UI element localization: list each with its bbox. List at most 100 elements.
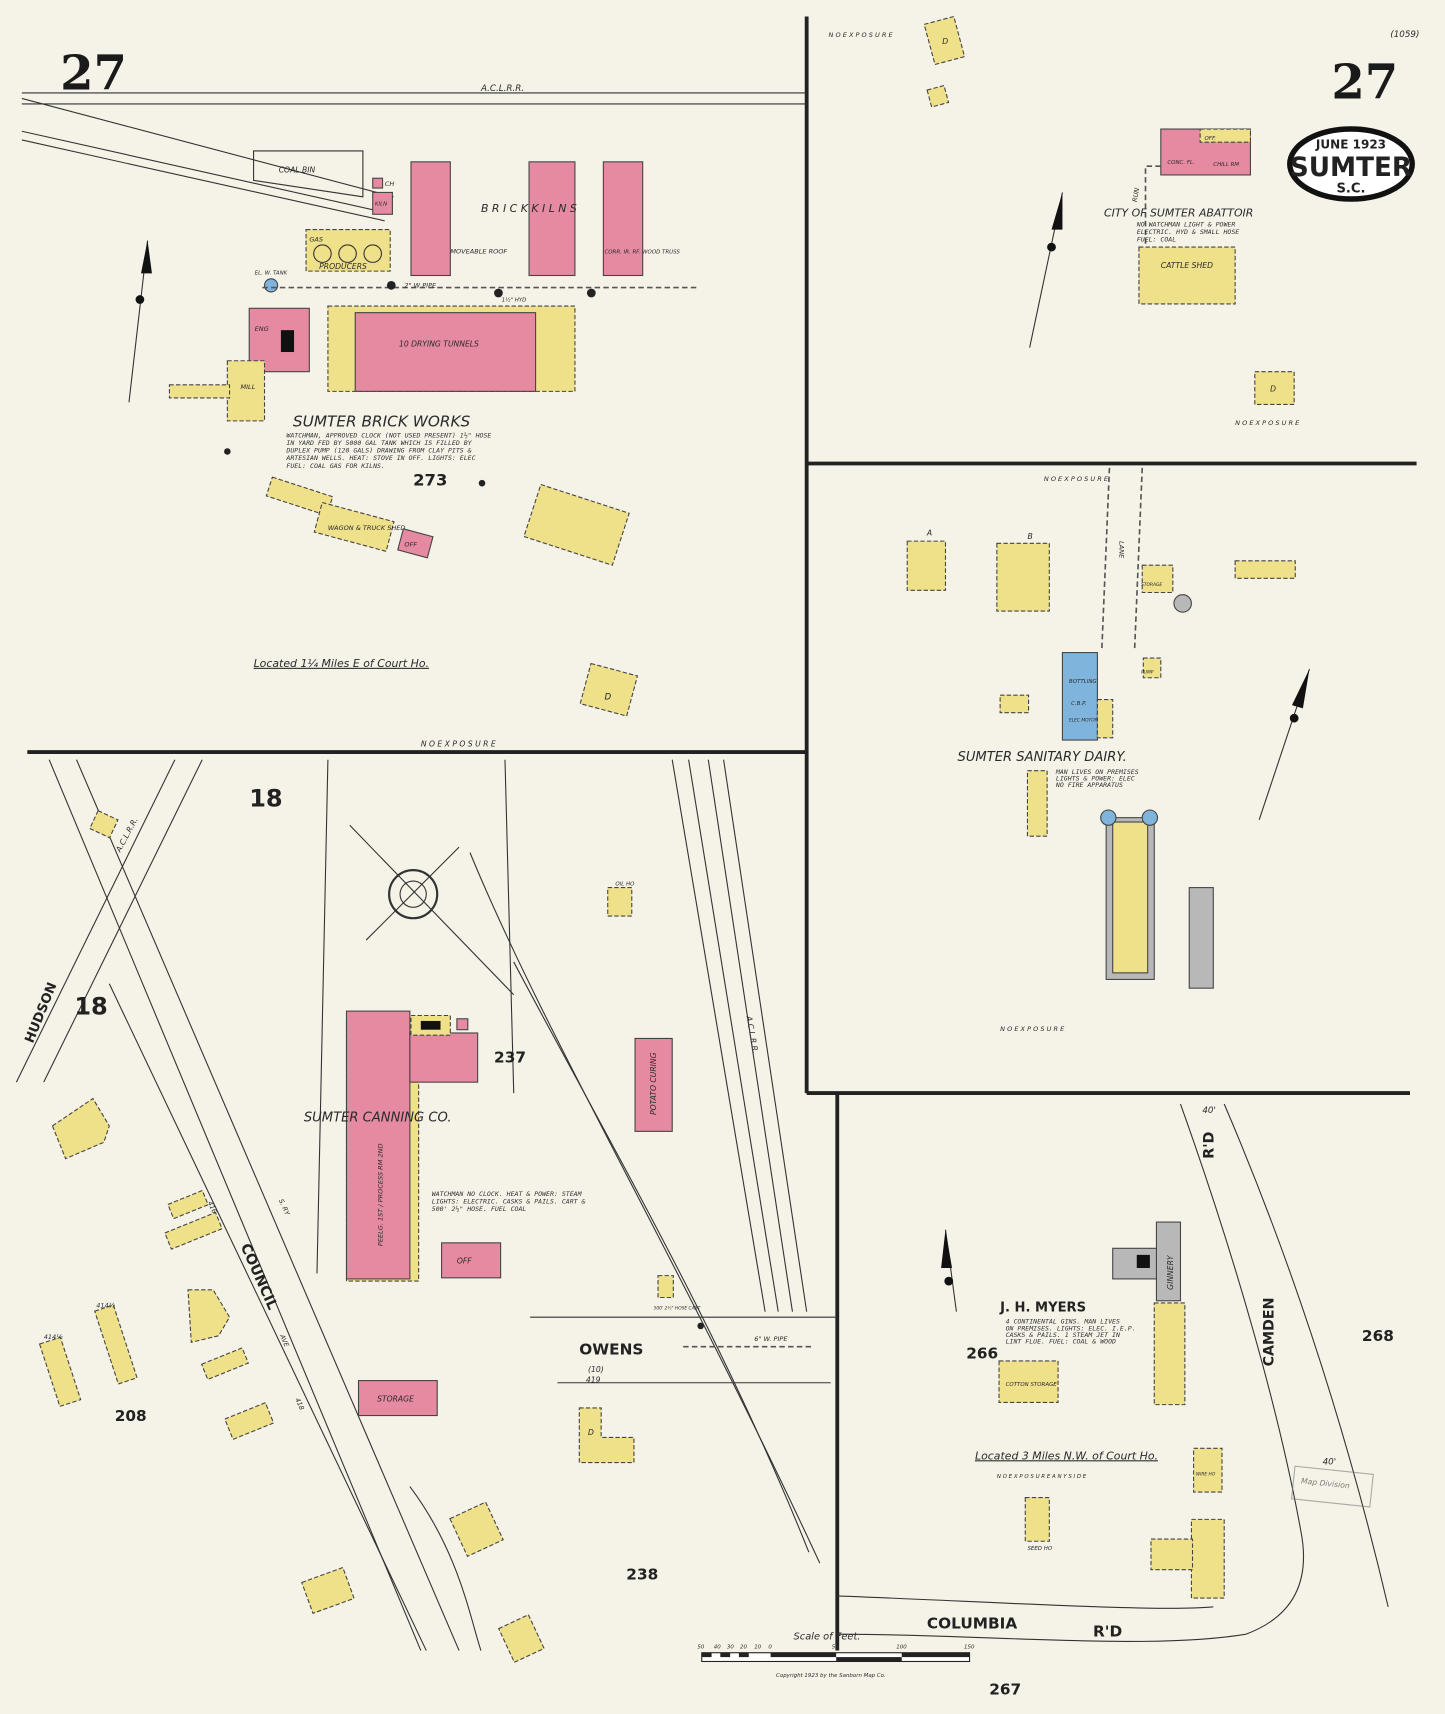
svg-text:A.C.L.R.R.: A.C.L.R.R. (744, 1014, 760, 1054)
svg-text:0: 0 (768, 1644, 772, 1650)
sheet-number-right: 27 (1331, 54, 1398, 110)
mill (226, 360, 266, 422)
svg-text:Map Division: Map Division (1301, 1476, 1351, 1490)
potato-curing-house (634, 1037, 673, 1132)
block-number-267: 267 (989, 1680, 1021, 1698)
svg-text:LIGHTS: ELECTRIC. CASKS & PAIL: LIGHTS: ELECTRIC. CASKS & PAILS. CART & (432, 1197, 586, 1205)
svg-text:50: 50 (697, 1644, 704, 1650)
svg-text:ELECTRIC. HYD & SMALL HOSE: ELECTRIC. HYD & SMALL HOSE (1137, 228, 1240, 236)
svg-text:MAN LIVES ON PREMISES: MAN LIVES ON PREMISES (1055, 768, 1139, 776)
svg-text:CASKS & PAILS. 1 STEAM JET IN: CASKS & PAILS. 1 STEAM JET IN (1006, 1331, 1120, 1339)
svg-text:418: 418 (293, 1397, 305, 1412)
city-cartouche: JUNE 1923 SUMTER S.C. (1287, 126, 1415, 202)
ginnery (1155, 1221, 1182, 1302)
office (397, 528, 434, 559)
copyright: Copyright 1923 by the Sanborn Map Co. (776, 1673, 886, 1679)
svg-text:POTATO CURING: POTATO CURING (649, 1052, 658, 1115)
cartouche-state: S.C. (1336, 181, 1365, 196)
brick-kilns-label: B R I C K K I L N S (481, 202, 577, 215)
canning-building (345, 1010, 411, 1280)
kiln-3 (602, 161, 644, 277)
section-borders (27, 16, 1417, 1651)
svg-text:STORAGE: STORAGE (377, 1394, 414, 1403)
hydrant (386, 280, 396, 290)
svg-text:PUMP: PUMP (1141, 669, 1154, 675)
oil-house (607, 887, 633, 917)
council-street-label: COUNCIL (237, 1241, 280, 1312)
svg-text:N O E X P O S U R E A N Y: N O E X P O S U R E A N Y S I D E (997, 1474, 1087, 1480)
svg-text:LIGHTS & POWER: ELEC: LIGHTS & POWER: ELEC (1056, 774, 1135, 782)
abattoir-title: CITY OF SUMTER ABATTOIR (1104, 206, 1253, 219)
eng-label: ENG (255, 325, 269, 333)
no-exposure-bottom: N O E X P O S U R E (1000, 1025, 1065, 1033)
svg-text:40': 40' (1323, 1458, 1337, 1468)
pipe-label: 2" W PIPE (404, 282, 437, 290)
small-kiln-label: KILN (375, 202, 387, 208)
svg-text:419: 419 (586, 1376, 601, 1385)
bottling-building (1061, 652, 1098, 741)
run-label: RUN (1131, 187, 1141, 203)
svg-text:DUPLEX PUMP (120 GALS) DRAWING: DUPLEX PUMP (120 GALS) DRAWING FROM CLAY… (285, 447, 471, 455)
svg-text:ON PREMISES. LIGHTS: ELEC. I.E: ON PREMISES. LIGHTS: ELEC. I.E.P. (1006, 1324, 1136, 1332)
small-kiln (372, 191, 393, 215)
svg-text:B: B (1027, 532, 1032, 541)
svg-text:CHILL RM: CHILL RM (1213, 162, 1239, 168)
svg-text:LINT FLUE. FUEL: COAL & WOOD: LINT FLUE. FUEL: COAL & WOOD (1006, 1337, 1116, 1345)
north-arrow-icon (941, 1229, 957, 1312)
svg-text:414½: 414½ (44, 1333, 63, 1341)
compass-rose-icon (349, 824, 515, 996)
hydrant (494, 288, 503, 298)
svg-text:OIL HO: OIL HO (615, 881, 635, 887)
lane-label: LANE (1117, 541, 1125, 559)
north-arrow-icon (1029, 192, 1063, 348)
producers-label: PRODUCERS (319, 262, 367, 271)
drying-tunnels (354, 312, 537, 392)
block-number-273: 273 (413, 470, 447, 489)
svg-text:D: D (1270, 384, 1276, 393)
svg-text:D: D (604, 693, 611, 703)
sheet-number-left: 27 (60, 46, 127, 102)
svg-text:WIRE HO: WIRE HO (1196, 1472, 1216, 1478)
svg-text:40': 40' (1202, 1106, 1216, 1116)
no-exposure-label: N O E X P O S U R E (421, 740, 496, 749)
no-exposure-bottom: N O E X P O S U R E (1235, 419, 1300, 427)
svg-text:4 CONTINENTAL GINS. MAN LIVES: 4 CONTINENTAL GINS. MAN LIVES (1006, 1318, 1120, 1326)
coal-bin (253, 150, 364, 198)
svg-text:COTTON STORAGE: COTTON STORAGE (1006, 1382, 1058, 1388)
brick-works-note: WATCHMAN, APPROVED CLOCK (NOT USED PRESE… (285, 431, 491, 470)
wagon-truck-shed (313, 501, 395, 552)
myers-location: Located 3 Miles N.W. of Court Ho. (975, 1449, 1158, 1462)
brick-works-location: Located 1¼ Miles E of Court Ho. (254, 657, 429, 670)
coal-bin-label: COAL BIN (279, 166, 316, 175)
north-arrow-icon (1258, 668, 1310, 821)
svg-text:GINNERY: GINNERY (1166, 1254, 1175, 1290)
cattle-shed (1138, 246, 1236, 305)
svg-text:ELEC MOTOR: ELEC MOTOR (1069, 717, 1098, 723)
svg-text:CONC. FL.: CONC. FL. (1167, 160, 1195, 166)
dairy-note: MAN LIVES ON PREMISES LIGHTS & POWER: EL… (1055, 768, 1139, 789)
svg-text:IN YARD FED BY 5000 GAL TANK W: IN YARD FED BY 5000 GAL TANK WHICH IS FI… (286, 439, 472, 447)
hydrant (586, 288, 596, 298)
svg-text:100: 100 (896, 1644, 907, 1650)
storage-building (357, 1380, 438, 1417)
svg-text:OFF: OFF (457, 1257, 472, 1266)
svg-text:10: 10 (754, 1644, 761, 1650)
svg-text:C.B.P.: C.B.P. (1071, 701, 1087, 707)
office-label: OFF (404, 541, 417, 549)
seed-house (1024, 1496, 1050, 1542)
block-number-238: 238 (626, 1566, 658, 1584)
svg-text:(10): (10) (588, 1365, 604, 1374)
svg-text:150: 150 (964, 1644, 975, 1650)
block-number-266: 266 (966, 1345, 998, 1363)
kiln-2 (528, 161, 576, 277)
canning-office (441, 1242, 502, 1279)
svg-text:WATCHMAN NO CLOCK. HEAT & POWE: WATCHMAN NO CLOCK. HEAT & POWER: STEAM (432, 1190, 583, 1198)
svg-text:6" W. PIPE: 6" W. PIPE (754, 1335, 788, 1343)
svg-text:STORAGE: STORAGE (1141, 582, 1162, 588)
svg-text:ARTESIAN WELLS. HEAT: STOVE IN: ARTESIAN WELLS. HEAT: STOVE IN OFF. LIGH… (285, 454, 475, 462)
storage (1141, 564, 1174, 594)
block-number-208: 208 (115, 1407, 147, 1425)
svg-text:NO FIRE APPARATUS: NO FIRE APPARATUS (1055, 781, 1123, 789)
svg-text:500' 2½" HOSE. FUEL COAL: 500' 2½" HOSE. FUEL COAL (432, 1205, 527, 1213)
wire-house (1193, 1447, 1223, 1493)
